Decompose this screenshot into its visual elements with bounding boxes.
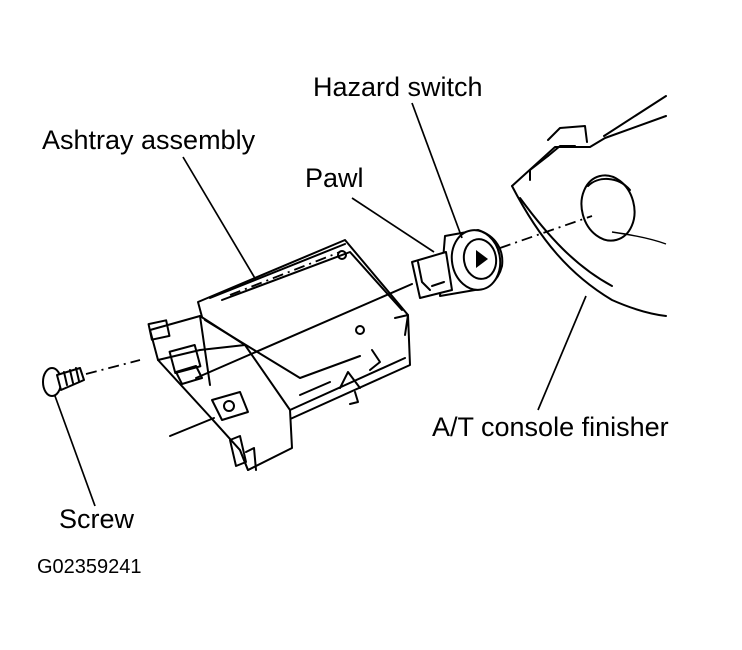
- ashtray-assembly-part: [147, 239, 411, 471]
- screw-part: [42, 367, 85, 397]
- figure-code: G02359241: [37, 556, 142, 578]
- hazard-switch-part: [411, 229, 504, 299]
- ashtray-assembly-label: Ashtray assembly: [42, 125, 256, 155]
- console-finisher-label: A/T console finisher: [432, 412, 669, 442]
- screw-label: Screw: [59, 504, 135, 534]
- hazard-switch-label: Hazard switch: [313, 72, 483, 102]
- console-finisher-part: [511, 95, 667, 317]
- pawl-label: Pawl: [305, 163, 364, 193]
